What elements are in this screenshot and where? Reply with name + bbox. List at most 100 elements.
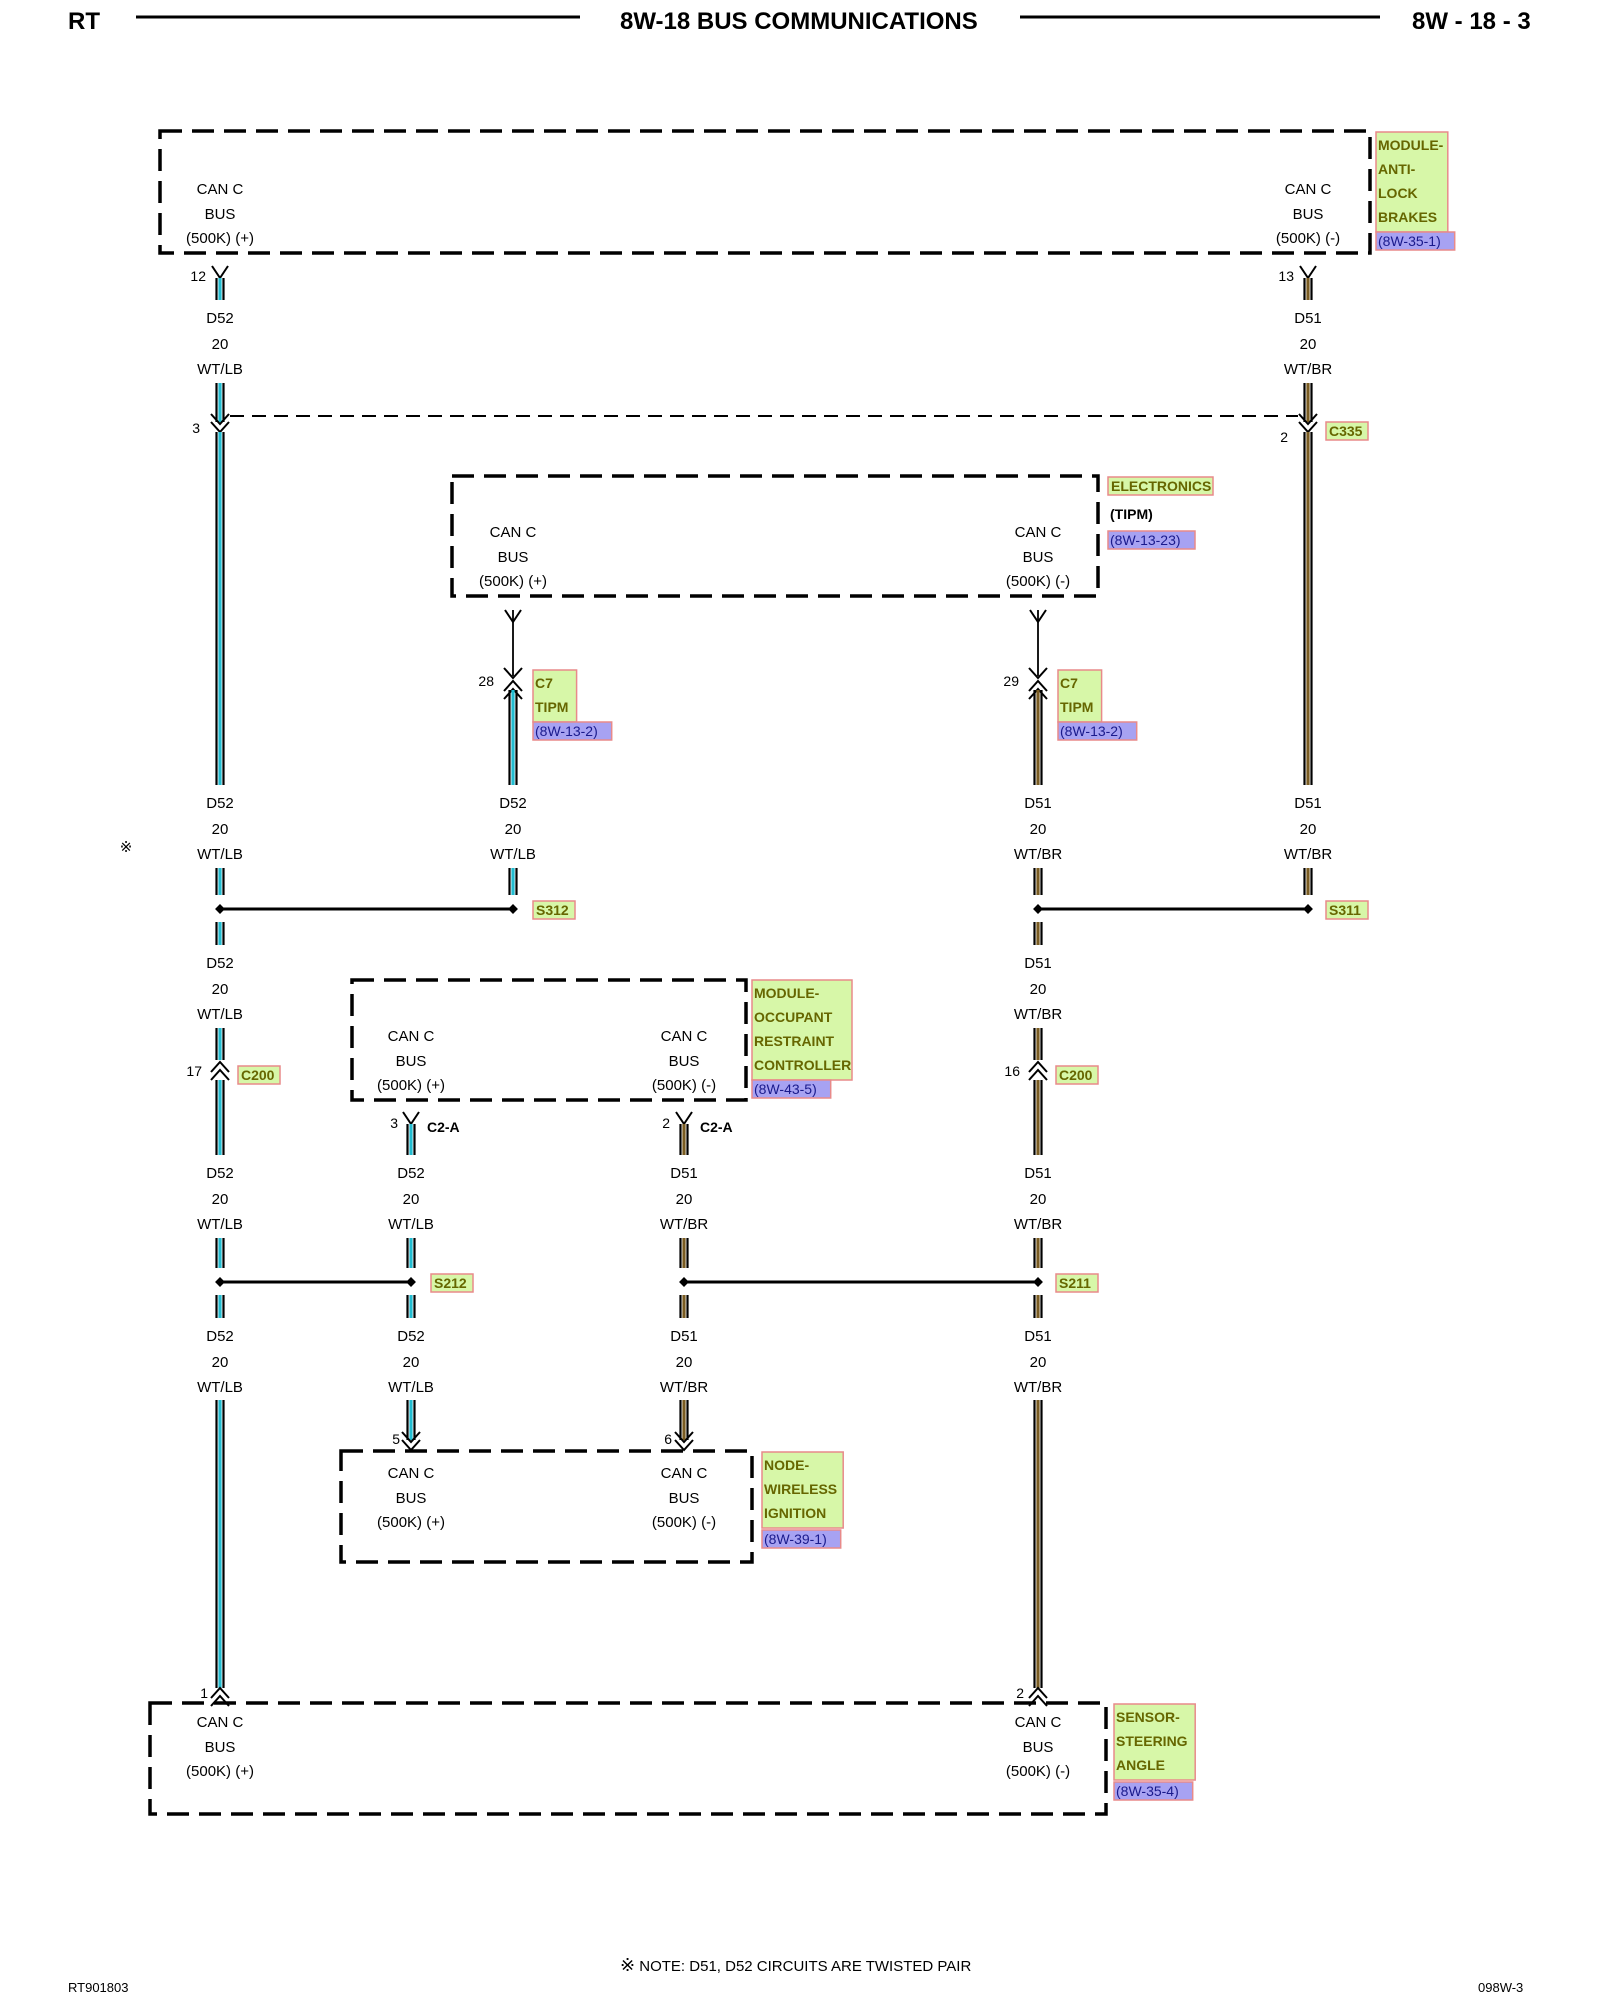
win-pin-plus: 5 bbox=[392, 1431, 400, 1447]
tipm-pin-minus: 29 bbox=[1003, 673, 1019, 689]
orc-conn-minus: C2-A bbox=[700, 1119, 733, 1135]
tipm-c7-chevron-plus bbox=[503, 679, 523, 700]
abs-term-plus bbox=[211, 265, 229, 280]
s311-tag: S311 bbox=[1329, 902, 1361, 918]
orc-tag-line1: MODULE- bbox=[754, 985, 820, 1001]
d52-lbl-1-circuit: D52 bbox=[206, 310, 234, 327]
win-can-minus-line3: (500K) (-) bbox=[652, 1514, 716, 1531]
sas-tag-line2: STEERING bbox=[1116, 1733, 1188, 1749]
tipm-box bbox=[450, 474, 1100, 598]
sas-can-plus-line2: BUS bbox=[205, 1739, 236, 1756]
d51-lbl-1-circuit: D51 bbox=[1294, 310, 1322, 327]
orc-pin-minus: 2 bbox=[662, 1115, 670, 1131]
twisted-pair-symbol: ※ bbox=[620, 1955, 636, 1975]
d51-lbl-1-color: WT/BR bbox=[1284, 361, 1332, 378]
tipm-c7-tag-minus-line1: C7 bbox=[1060, 675, 1078, 691]
d51-lbl-8-circuit: D51 bbox=[1024, 1328, 1052, 1345]
d52-lbl-5-circuit: D52 bbox=[206, 1165, 234, 1182]
orc-term-plus bbox=[402, 1111, 420, 1126]
abs-module-box bbox=[158, 129, 1372, 255]
abs-tag-line2: ANTI- bbox=[1378, 161, 1416, 177]
win-ref: (8W-39-1) bbox=[764, 1531, 827, 1547]
abs-can-plus-line3: (500K) (+) bbox=[186, 230, 254, 247]
abs-pin-minus: 13 bbox=[1278, 268, 1294, 284]
win-can-plus-line1: CAN C bbox=[388, 1465, 435, 1482]
d52-lbl-8-color: WT/LB bbox=[388, 1379, 434, 1396]
abs-can-plus-line2: BUS bbox=[205, 206, 236, 223]
sas-ref-bg bbox=[1113, 1781, 1194, 1801]
c200-right-chevron bbox=[1028, 1060, 1048, 1081]
tipm-c7-tag-plus-line1: C7 bbox=[535, 675, 553, 691]
tipm-ref: (8W-13-23) bbox=[1110, 532, 1181, 548]
s312-tag-bg bbox=[532, 900, 576, 920]
tipm-tag: ELECTRONICS bbox=[1111, 478, 1211, 494]
tipm-c7-tag-plus-line2: TIPM bbox=[535, 699, 568, 715]
s212-tag: S212 bbox=[434, 1275, 467, 1291]
win-chevron-minus bbox=[674, 1431, 694, 1452]
s211-dot-right bbox=[1033, 1277, 1043, 1287]
d51-lbl-7-color: WT/BR bbox=[660, 1379, 708, 1396]
orc-can-minus-line3: (500K) (-) bbox=[652, 1077, 716, 1094]
sas-pin-minus: 2 bbox=[1016, 1685, 1024, 1701]
d51-lbl-4-gauge: 20 bbox=[1030, 981, 1047, 998]
s211-dot-left bbox=[679, 1277, 689, 1287]
sas-tag-line3: ANGLE bbox=[1116, 1757, 1165, 1773]
tipm-can-minus-line3: (500K) (-) bbox=[1006, 573, 1070, 590]
footer-right: 098W-3 bbox=[1478, 1980, 1524, 1995]
tipm-c7-tag-minus-line2: TIPM bbox=[1060, 699, 1093, 715]
abs-tag-line3: LOCK bbox=[1378, 185, 1418, 201]
d52-lbl-2-circuit: D52 bbox=[206, 795, 234, 812]
d52-lbl-2-gauge: 20 bbox=[212, 821, 229, 838]
d51-lbl-3-gauge: 20 bbox=[1300, 821, 1317, 838]
tipm-can-plus-line1: CAN C bbox=[490, 524, 537, 541]
s312-dot-left bbox=[215, 904, 225, 914]
c335-tag-bg bbox=[1325, 421, 1369, 441]
d52-lbl-2-color: WT/LB bbox=[197, 846, 243, 863]
d52-lbl-6-circuit: D52 bbox=[397, 1165, 425, 1182]
s311-tag-bg bbox=[1325, 900, 1369, 920]
d52-lbl-8-gauge: 20 bbox=[403, 1354, 420, 1371]
abs-term-minus bbox=[1299, 265, 1317, 280]
tipm-term-plus bbox=[504, 609, 522, 624]
d51-lbl-1-gauge: 20 bbox=[1300, 336, 1317, 353]
d51-lbl-2-circuit: D51 bbox=[1024, 795, 1052, 812]
c200-right-tag-bg bbox=[1055, 1065, 1099, 1085]
tipm-sub: (TIPM) bbox=[1110, 506, 1153, 522]
orc-ref-bg bbox=[751, 1079, 832, 1099]
c335-pin-left: 3 bbox=[192, 420, 200, 436]
orc-can-plus-line1: CAN C bbox=[388, 1028, 435, 1045]
s311-dot-right bbox=[1303, 904, 1313, 914]
c200-left-tag-bg bbox=[237, 1065, 281, 1085]
win-tag-line3: IGNITION bbox=[764, 1505, 826, 1521]
d52-lbl-7-color: WT/LB bbox=[197, 1379, 243, 1396]
d52-lbl-3-circuit: D52 bbox=[499, 795, 527, 812]
sas-pin-plus: 1 bbox=[200, 1685, 208, 1701]
orc-tag-line3: RESTRAINT bbox=[754, 1033, 835, 1049]
s211-tag-bg bbox=[1055, 1273, 1099, 1293]
orc-ref: (8W-43-5) bbox=[754, 1081, 817, 1097]
d52-lbl-4-color: WT/LB bbox=[197, 1006, 243, 1023]
abs-can-minus-line1: CAN C bbox=[1285, 181, 1332, 198]
tipm-can-minus-line2: BUS bbox=[1023, 549, 1054, 566]
d52-lbl-3-gauge: 20 bbox=[505, 821, 522, 838]
d51-lbl-3-color: WT/BR bbox=[1284, 846, 1332, 863]
tipm-tag-bg bbox=[1107, 476, 1214, 496]
win-pin-minus: 6 bbox=[664, 1431, 672, 1447]
header-right: 8W - 18 - 3 bbox=[1412, 8, 1531, 35]
orc-tag-line4: CONTROLLER bbox=[754, 1057, 851, 1073]
orc-can-plus-line2: BUS bbox=[396, 1053, 427, 1070]
d51-lbl-8-color: WT/BR bbox=[1014, 1379, 1062, 1396]
orc-tag-line2: OCCUPANT bbox=[754, 1009, 833, 1025]
win-can-minus-line2: BUS bbox=[669, 1490, 700, 1507]
orc-box bbox=[350, 978, 748, 1102]
sas-can-minus-line2: BUS bbox=[1023, 1739, 1054, 1756]
sas-tag-line1: SENSOR- bbox=[1116, 1709, 1180, 1725]
tipm-c7-ref-plus-bg bbox=[532, 721, 613, 741]
sas-ref: (8W-35-4) bbox=[1116, 1783, 1179, 1799]
tipm-can-plus-line3: (500K) (+) bbox=[479, 573, 547, 590]
tipm-c7-tag-plus-bg bbox=[532, 669, 578, 723]
abs-tag-line4: BRAKES bbox=[1378, 209, 1437, 225]
s212-dot-left bbox=[215, 1277, 225, 1287]
tipm-c7-tag-minus-bg bbox=[1057, 669, 1103, 723]
d52-lbl-6-color: WT/LB bbox=[388, 1216, 434, 1233]
